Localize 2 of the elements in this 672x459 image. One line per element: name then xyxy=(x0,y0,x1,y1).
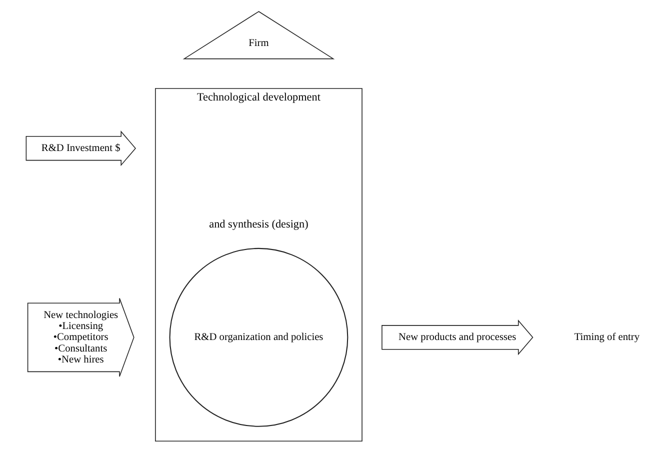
node-circle: R&D organization and policies xyxy=(168,248,348,427)
label: Timing of entry xyxy=(574,332,640,344)
